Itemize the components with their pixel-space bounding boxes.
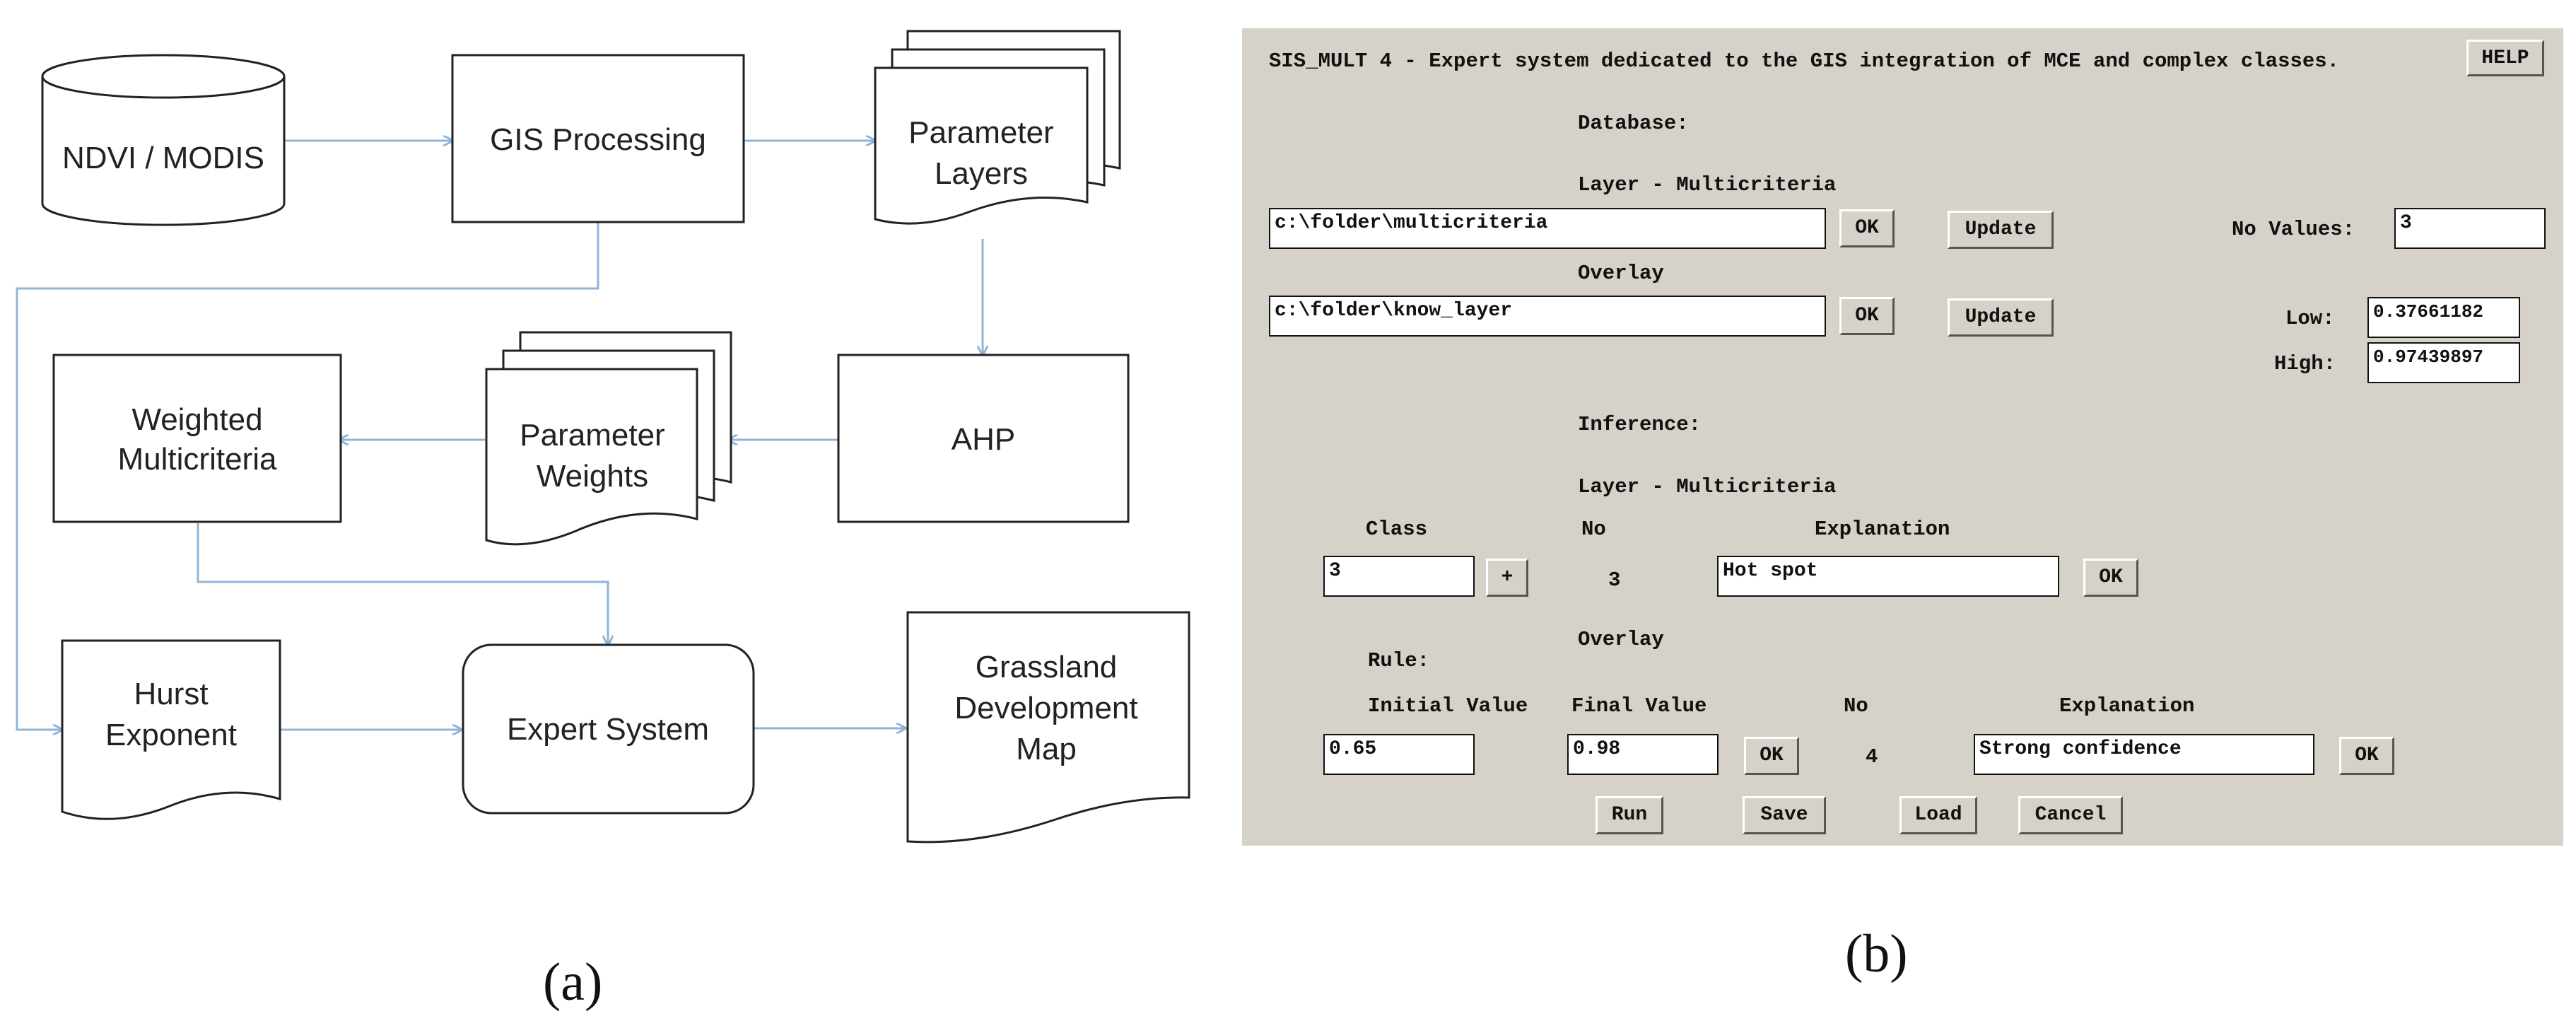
rule-explanation-ok-button[interactable]: OK: [2339, 737, 2394, 775]
overlay-path-input[interactable]: c:\folder\know_layer: [1269, 296, 1826, 337]
no-values-input[interactable]: 3: [2394, 208, 2546, 249]
class-explanation-header: Explanation: [1815, 518, 1950, 541]
high-value-input[interactable]: 0.97439897: [2367, 342, 2520, 383]
multicriteria-path-input[interactable]: c:\folder\multicriteria: [1269, 208, 1826, 249]
node-param-weights-line2: Weights: [537, 459, 648, 494]
final-value-input[interactable]: 0.98: [1567, 734, 1719, 775]
run-button[interactable]: Run: [1596, 796, 1663, 834]
node-parameter-layers: Parameter Layers: [874, 30, 1121, 225]
rule-no-value: 4: [1866, 745, 1878, 769]
node-param-weights-line1: Parameter: [520, 418, 665, 453]
overlay-section-label: Overlay: [1578, 628, 1664, 651]
arrow-gis-hurst: [16, 222, 599, 730]
no-values-label: No Values:: [2232, 218, 2355, 241]
node-grassland-line2: Development: [954, 691, 1137, 725]
inference-label: Inference:: [1578, 413, 1702, 436]
high-label: High:: [2274, 352, 2336, 375]
node-param-layers-line2: Layers: [935, 156, 1028, 191]
help-button[interactable]: HELP: [2466, 40, 2544, 76]
multicriteria-ok-button[interactable]: OK: [1839, 209, 1895, 247]
node-ahp: AHP: [837, 354, 1130, 523]
node-hurst-line1: Hurst: [134, 677, 208, 711]
node-param-layers-line1: Parameter: [908, 115, 1053, 150]
rule-ok-button[interactable]: OK: [1744, 737, 1799, 775]
database-label: Database:: [1578, 112, 1689, 135]
class-input[interactable]: 3: [1323, 556, 1475, 597]
class-plus-button[interactable]: +: [1486, 559, 1528, 597]
class-no-header: No: [1581, 518, 1606, 541]
class-explanation-input[interactable]: Hot spot: [1717, 556, 2059, 597]
inference-layer-label: Layer - Multicriteria: [1578, 475, 1837, 498]
expert-system-dialog: SIS_MULT 4 - Expert system dedicated to …: [1242, 28, 2563, 846]
connectors: [16, 141, 983, 730]
class-ok-button[interactable]: OK: [2083, 559, 2138, 597]
layer-multicriteria-label: Layer - Multicriteria: [1578, 173, 1837, 197]
node-grassland-map: Grassland Development Map: [906, 611, 1190, 844]
dialog-title: SIS_MULT 4 - Expert system dedicated to …: [1269, 49, 2340, 73]
multicriteria-update-button[interactable]: Update: [1948, 211, 2054, 249]
rule-explanation-input[interactable]: Strong confidence: [1974, 734, 2314, 775]
rule-no-header: No: [1844, 694, 1868, 718]
final-value-header: Final Value: [1571, 694, 1707, 718]
flowchart: NDVI / MODIS GIS Processing Parameter La…: [16, 30, 1190, 844]
rule-explanation-header: Explanation: [2059, 694, 2195, 718]
node-ndvi-label: NDVI / MODIS: [62, 141, 264, 175]
save-button[interactable]: Save: [1743, 796, 1826, 834]
overlay-update-button[interactable]: Update: [1948, 298, 2054, 337]
node-expert-label: Expert System: [507, 712, 709, 747]
node-gis-processing: GIS Processing: [451, 54, 745, 223]
node-ndvi-modis: NDVI / MODIS: [41, 54, 286, 226]
node-weighted-line2: Multicriteria: [118, 442, 277, 477]
node-ahp-label: AHP: [952, 422, 1015, 457]
node-hurst-line2: Exponent: [105, 718, 237, 752]
node-grassland-line1: Grassland: [976, 650, 1118, 684]
overlay-ok-button[interactable]: OK: [1839, 297, 1895, 335]
load-button[interactable]: Load: [1899, 796, 1977, 834]
caption-a: (a): [543, 952, 603, 1012]
node-hurst-exponent: Hurst Exponent: [61, 639, 281, 820]
node-weighted-multicriteria: Weighted Multicriteria: [52, 354, 342, 523]
node-weighted-line1: Weighted: [131, 402, 262, 437]
node-parameter-weights: Parameter Weights: [485, 331, 732, 546]
node-expert-system: Expert System: [462, 643, 755, 815]
cancel-button[interactable]: Cancel: [2018, 796, 2123, 834]
low-value-input[interactable]: 0.37661182: [2367, 297, 2520, 338]
node-grassland-line3: Map: [1016, 732, 1077, 766]
initial-value-input[interactable]: 0.65: [1323, 734, 1475, 775]
low-label: Low:: [2285, 307, 2335, 330]
overlay-label: Overlay: [1578, 262, 1664, 285]
class-no-value: 3: [1608, 568, 1621, 592]
initial-value-header: Initial Value: [1368, 694, 1528, 718]
node-gis-label: GIS Processing: [490, 122, 706, 157]
caption-b: (b): [1845, 924, 1908, 984]
rule-label: Rule:: [1368, 649, 1430, 672]
arrow-multicriteria-expert: [197, 523, 608, 645]
class-header: Class: [1366, 518, 1428, 541]
